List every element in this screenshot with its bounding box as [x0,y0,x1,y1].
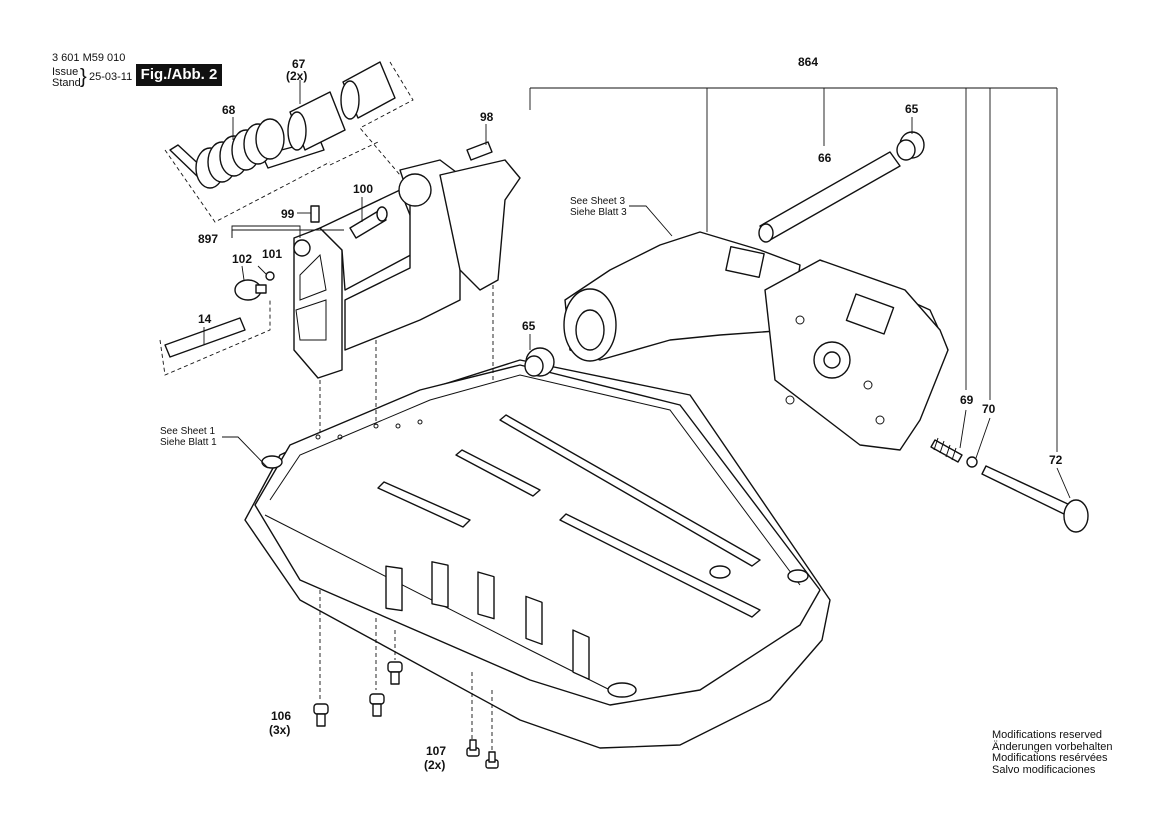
callouts: 864 67 (2x) 68 98 65 66 100 99 897 101 1… [160,55,1063,772]
roller-67-b [340,61,396,120]
figure-label: Fig./Abb. 2 [136,64,222,86]
callout-66: 66 [818,151,832,165]
spring-68 [169,118,325,189]
callout-107-qty: (2x) [424,758,445,772]
callout-102: 102 [232,252,252,266]
screw-107-a [466,739,480,757]
callout-106: 106 [271,709,291,723]
screw-106-c [387,661,403,685]
rod-66 [758,151,901,243]
callout-99: 99 [281,207,295,221]
callout-106-qty: (3x) [269,723,290,737]
ring-70 [966,456,978,468]
callout-67: 67 [292,57,306,71]
pin-72 [981,465,1089,533]
pin-99 [310,205,320,223]
callout-864: 864 [798,55,818,69]
callout-98: 98 [480,110,494,124]
modifications-note: Modifications reserved Änderungen vorbeh… [992,729,1113,776]
spring-69 [930,437,963,463]
callout-70: 70 [982,402,996,416]
ref-sheet1-en: See Sheet 1 [160,426,215,437]
note-en: Modifications reserved [992,729,1103,741]
strip-14-outline [159,300,271,376]
spring-group-outline [164,61,414,223]
note-es: Salvo modificaciones [992,763,1096,776]
issue-label: Issue [52,66,79,78]
bolt-100 [349,206,388,239]
callout-65-top: 65 [905,102,919,116]
callout-65-left: 65 [522,319,536,333]
strip-14 [164,317,246,358]
brace-glyph: } [80,66,87,88]
leader-lines [203,80,1071,499]
bushing-65-top [896,131,925,161]
callout-107: 107 [426,744,446,758]
ref-sheet1-de: Siehe Blatt 1 [160,437,217,448]
bracket-assembly [293,159,521,379]
ref-sheet3-en: See Sheet 3 [570,196,625,207]
roller-67-a [287,91,346,151]
callout-897: 897 [198,232,218,246]
screw-98 [466,141,493,161]
ref-sheet3-de: Siehe Blatt 3 [570,207,627,218]
note-fr: Modifications resérvées [992,752,1108,764]
stand-label: Stand [52,77,81,89]
callout-101: 101 [262,247,282,261]
callout-69: 69 [960,393,974,407]
knob-102 [234,279,267,301]
bushing-65-left [524,347,555,377]
screw-106-a [313,703,329,727]
doc-number: 3 601 M59 010 [52,52,126,64]
callout-100: 100 [353,182,373,196]
screw-106-b [369,693,385,717]
callout-68: 68 [222,103,236,117]
screw-107-b [485,751,499,769]
base-plate [244,359,831,749]
callout-72: 72 [1049,453,1063,467]
note-de: Änderungen vorbehalten [992,740,1113,753]
callout-14: 14 [198,312,212,326]
callout-67-qty: (2x) [286,69,307,83]
ring-101 [265,271,275,281]
issue-date: 25-03-11 [89,71,133,83]
motor-housing-864 [563,231,949,451]
